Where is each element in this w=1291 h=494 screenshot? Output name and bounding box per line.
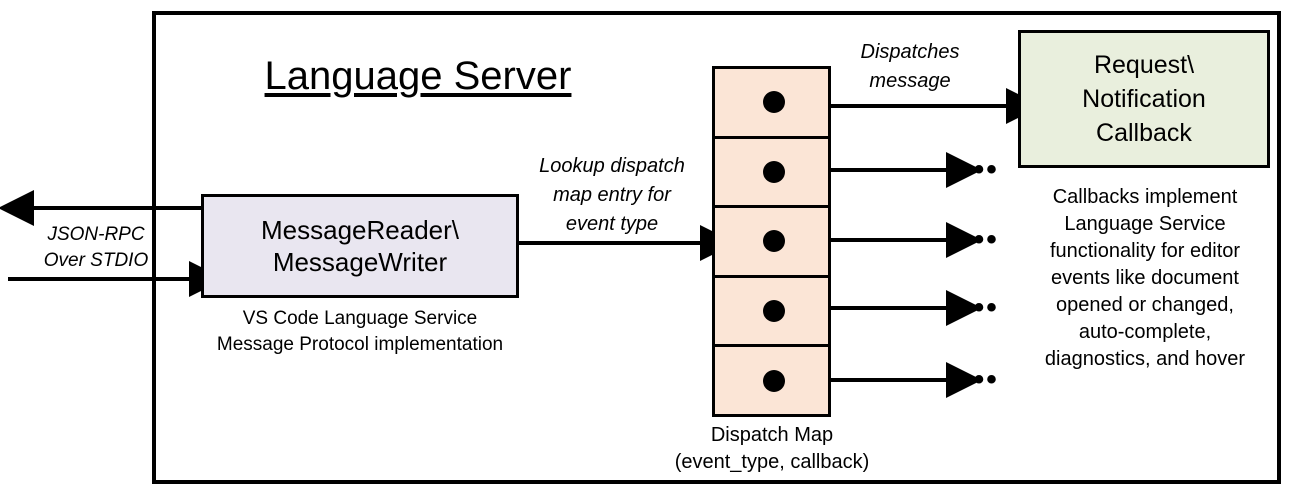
dispatch-caption-line2: (event_type, callback) bbox=[674, 451, 870, 473]
message-writer-line: MessageWriter bbox=[272, 247, 448, 277]
callback-box-line3: Callback bbox=[1096, 119, 1192, 147]
lookup-label-line2: map entry for bbox=[553, 184, 671, 206]
dispatches-message-label: Dispatches message bbox=[832, 38, 988, 96]
lookup-label-line3: event type bbox=[565, 213, 659, 235]
dispatch-map-caption: Dispatch Map (event_type, callback) bbox=[650, 422, 894, 476]
message-reader-writer-text: MessageReader\ MessageWriter bbox=[261, 214, 459, 278]
callback-description: Callbacks implement Language Service fun… bbox=[1009, 184, 1281, 373]
dispatch-map-table[interactable] bbox=[712, 66, 831, 417]
reader-caption-line2: Message Protocol implementation bbox=[216, 334, 504, 355]
dispatch-map-row[interactable] bbox=[715, 69, 828, 139]
callback-caption-line7: diagnostics, and hover bbox=[1044, 348, 1246, 370]
ellipsis-icon: ••• bbox=[961, 153, 999, 186]
dispatches-label-line2: message bbox=[869, 70, 951, 92]
transport-label: JSON-RPC Over STDIO bbox=[26, 222, 166, 274]
callback-dot-icon bbox=[763, 160, 785, 183]
message-reader-writer-caption: VS Code Language Service Message Protoco… bbox=[190, 306, 530, 358]
dispatch-map-row[interactable] bbox=[715, 139, 828, 209]
ellipsis-icon: ••• bbox=[961, 291, 999, 324]
page-title: Language Server bbox=[264, 54, 572, 98]
transport-label-line1: JSON-RPC bbox=[47, 224, 145, 245]
dispatch-caption-line1: Dispatch Map bbox=[710, 424, 834, 446]
transport-label-line2: Over STDIO bbox=[43, 250, 149, 271]
callback-dot-icon bbox=[763, 91, 785, 114]
lookup-dispatch-label: Lookup dispatch map entry for event type bbox=[518, 152, 706, 239]
callback-dot-icon bbox=[763, 230, 785, 253]
callback-box-line1: Request\ bbox=[1093, 51, 1195, 79]
message-reader-writer-box[interactable]: MessageReader\ MessageWriter bbox=[201, 194, 519, 298]
ellipsis-icon: ••• bbox=[961, 223, 999, 256]
callback-caption-line6: auto-complete, bbox=[1078, 321, 1212, 343]
callback-caption-line3: functionality for editor bbox=[1049, 240, 1241, 262]
callback-caption-line1: Callbacks implement bbox=[1052, 186, 1238, 208]
callback-caption-line4: events like document bbox=[1051, 267, 1239, 289]
callback-dot-icon bbox=[763, 369, 785, 392]
dispatch-map-row[interactable] bbox=[715, 278, 828, 348]
reader-caption-line1: VS Code Language Service bbox=[242, 308, 478, 329]
dispatches-label-line1: Dispatches bbox=[860, 41, 960, 63]
message-reader-line: MessageReader\ bbox=[261, 215, 459, 245]
language-server-boundary bbox=[152, 11, 1281, 484]
callback-dot-icon bbox=[763, 300, 785, 323]
dispatch-map-row[interactable] bbox=[715, 208, 828, 278]
callback-box-line2: Notification bbox=[1082, 85, 1206, 113]
dispatch-map-row[interactable] bbox=[715, 347, 828, 414]
callback-caption-line2: Language Service bbox=[1064, 213, 1226, 235]
callback-box-text: Request\ Notification Callback bbox=[1082, 48, 1206, 150]
lookup-label-line1: Lookup dispatch bbox=[539, 155, 685, 177]
callback-caption-line5: opened or changed, bbox=[1056, 294, 1234, 316]
ellipsis-icon: ••• bbox=[961, 363, 999, 396]
request-notification-callback-box[interactable]: Request\ Notification Callback bbox=[1018, 30, 1270, 168]
